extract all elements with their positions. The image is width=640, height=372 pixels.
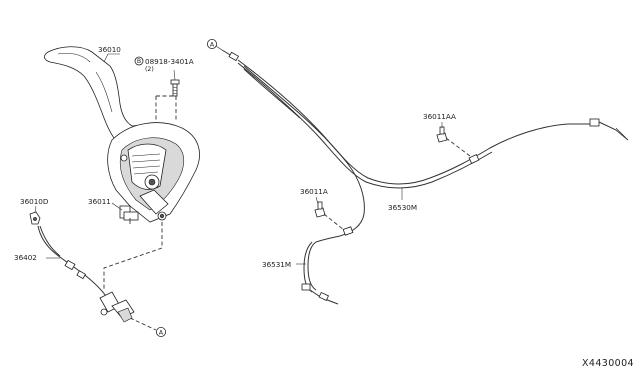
label-36011aa: 36011AA bbox=[423, 112, 456, 121]
dash-guide-bolt bbox=[155, 95, 177, 122]
label-36530m: 36530M bbox=[388, 203, 417, 212]
boot-36010d bbox=[29, 211, 41, 225]
clip-36011a bbox=[314, 201, 326, 218]
marker-a-bottom-text: A bbox=[159, 329, 164, 336]
leader-lines bbox=[34, 53, 443, 265]
label-36011a: 36011A bbox=[300, 187, 328, 196]
marker-a-top-text: A bbox=[210, 41, 215, 48]
rear-cable-36530m bbox=[221, 49, 629, 189]
reference-marker-a-bottom: A bbox=[155, 326, 166, 337]
rear-cable-36531m bbox=[243, 65, 365, 305]
bolt-prefix-marker: B bbox=[134, 56, 144, 66]
switch-36011 bbox=[119, 205, 139, 224]
label-36531m: 36531M bbox=[262, 260, 291, 269]
reference-marker-a-top: A bbox=[206, 39, 223, 51]
label-36011: 36011 bbox=[88, 197, 111, 206]
dash-guide-clip-a bbox=[323, 213, 345, 231]
clip-36011aa bbox=[436, 126, 448, 143]
label-36402: 36402 bbox=[14, 253, 37, 262]
dash-guide-marker-a bbox=[129, 317, 157, 331]
front-cable-36402 bbox=[37, 225, 135, 323]
part-labels: 36010 08918-3401A (2) 36010D 36011 36402… bbox=[14, 45, 456, 269]
bolt-08918-3401a bbox=[170, 79, 180, 97]
dash-guide-clip-aa bbox=[445, 137, 471, 157]
parking-brake-lever bbox=[44, 46, 200, 223]
label-36010: 36010 bbox=[98, 45, 121, 54]
bolt-prefix-text: B bbox=[137, 58, 141, 65]
label-08918-3401a: 08918-3401A bbox=[145, 57, 194, 66]
label-bolt-qty: (2) bbox=[145, 66, 154, 73]
diagram-code: X4430004 bbox=[582, 358, 634, 369]
label-36010d: 36010D bbox=[20, 197, 49, 206]
dash-guide-lever-bottom bbox=[103, 222, 163, 290]
